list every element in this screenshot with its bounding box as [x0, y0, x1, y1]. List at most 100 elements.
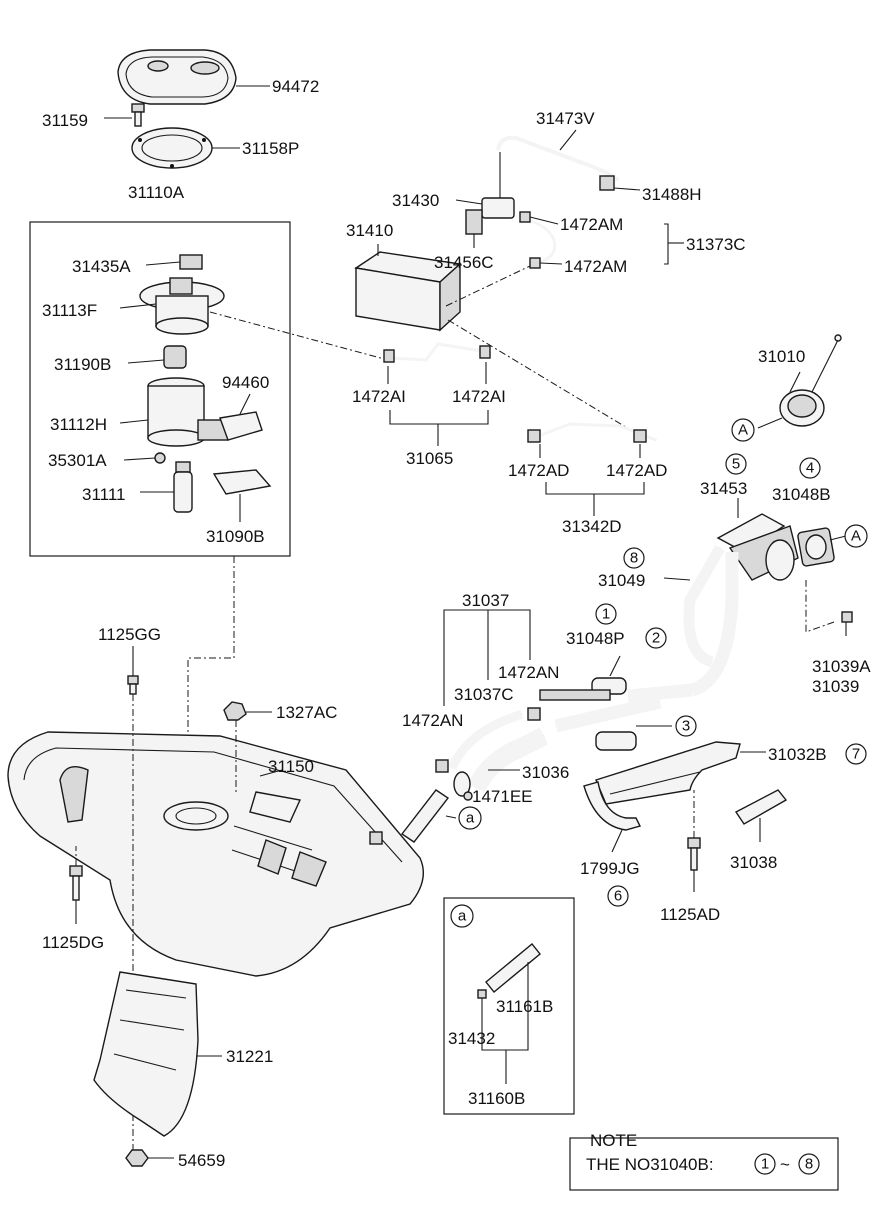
seal-cover-94472 [117, 49, 270, 105]
marker-4: 4 [806, 460, 814, 477]
label-1472AM-upper: 1472AM [560, 215, 623, 234]
vapor-hose-31473V [496, 129, 641, 204]
label-1472AN-upper: 1472AN [498, 663, 559, 682]
nut-54659 [125, 1149, 174, 1167]
label-31048B: 31048B [772, 485, 831, 504]
label-31473V: 31473V [536, 109, 595, 128]
label-31090B: 31090B [206, 527, 265, 546]
sender-94460 [219, 393, 263, 441]
note-range-start: 1 [761, 1156, 769, 1173]
bracket-31037 [443, 609, 531, 624]
gasket-31048B [797, 527, 847, 567]
marker-2: 2 [652, 630, 660, 647]
label-31113F: 31113F [42, 301, 97, 320]
hose-31037C [435, 707, 541, 773]
fuel-cap-31010 [757, 334, 842, 429]
strainer-31090B [212, 469, 272, 522]
label-1472AI-right: 1472AI [452, 387, 506, 406]
label-1799JG: 1799JG [580, 859, 640, 878]
label-31159: 31159 [42, 111, 88, 130]
label-31488H: 31488H [642, 185, 702, 204]
bolt-31039A [805, 580, 853, 636]
label-31456C: 31456C [434, 253, 494, 272]
label-31048P: 31048P [566, 629, 625, 648]
marker-a-pipe: a [466, 810, 475, 827]
valve-31430 [455, 197, 515, 248]
label-1125AD: 1125AD [660, 905, 720, 924]
label-35301A: 35301A [48, 451, 107, 470]
label-31373C: 31373C [686, 235, 746, 254]
marker-A-gasket: A [851, 528, 861, 545]
pad-31038 [734, 789, 788, 842]
nut-1327AC [223, 701, 272, 792]
marker-A-cap: A [738, 422, 748, 439]
canister-31410 [354, 244, 531, 332]
note-title: NOTE [590, 1131, 637, 1150]
label-31150: 31150 [268, 757, 314, 776]
heat-shield-31221 [93, 971, 222, 1137]
label-1472AN-lower: 1472AN [402, 711, 463, 730]
hose-3 [595, 725, 672, 751]
label-31190B: 31190B [54, 355, 111, 374]
hose-31373C [519, 211, 684, 269]
label-31049: 31049 [598, 571, 645, 590]
filler-pipe-31049 [627, 545, 739, 703]
label-1471EE: 1471EE [472, 787, 533, 806]
pump-motor-31111 [140, 461, 193, 513]
label-1327AC: 1327AC [276, 703, 337, 722]
label-31435A: 31435A [72, 257, 131, 276]
label-31221: 31221 [226, 1047, 273, 1066]
label-1125GG: 1125GG [98, 625, 161, 644]
protector-31032B [595, 741, 766, 805]
label-1472AM-lower: 1472AM [564, 257, 627, 276]
label-31112H: 31112H [50, 415, 107, 434]
note-range-sep: ~ [780, 1155, 790, 1174]
label-54659: 54659 [178, 1151, 225, 1170]
pump-assembly-frame [29, 221, 291, 557]
label-31111: 31111 [82, 485, 126, 504]
marker-3: 3 [682, 718, 690, 735]
marker-7: 7 [852, 746, 860, 763]
label-31036: 31036 [522, 763, 569, 782]
marker-6: 6 [614, 888, 622, 905]
label-31430: 31430 [392, 191, 439, 210]
marker-1: 1 [602, 606, 610, 623]
label-31110A: 31110A [128, 183, 185, 202]
label-1472AD-right: 1472AD [606, 461, 667, 480]
filler-neck-31453 [716, 498, 799, 581]
label-31410: 31410 [346, 221, 393, 240]
label-31037C: 31037C [454, 685, 514, 704]
pump-housing-31112H [119, 377, 229, 447]
note-body: THE NO31040B: [586, 1155, 714, 1174]
note-range-end: 8 [805, 1156, 813, 1173]
label-31010: 31010 [758, 347, 805, 366]
detail-a-frame [443, 897, 575, 1115]
pipe-a [400, 789, 457, 843]
marker-5: 5 [732, 456, 740, 473]
filter-31190B [127, 345, 187, 369]
marker-8: 8 [630, 550, 638, 567]
hose-31048P [539, 655, 662, 733]
bolt-31159 [104, 103, 145, 127]
label-31160B: 31160B [468, 1089, 525, 1108]
retainer-ring-31158P [131, 127, 240, 169]
label-94460: 94460 [222, 373, 269, 392]
label-1472AD-left: 1472AD [508, 461, 569, 480]
label-31432: 31432 [448, 1029, 495, 1048]
vapor-tube-31342D [527, 422, 657, 516]
note-frame [569, 1137, 839, 1191]
label-31037: 31037 [462, 591, 509, 610]
label-94472: 94472 [272, 77, 319, 96]
fuel-tank-31150 [7, 731, 424, 977]
label-31161B: 31161B [496, 997, 553, 1016]
bolt-1125DG [69, 846, 83, 924]
label-1125DG: 1125DG [42, 933, 104, 952]
bolt-1125AD [687, 790, 701, 892]
canister-to-filler-line [447, 319, 635, 433]
hose-31036 [467, 727, 549, 793]
clip-35301A [123, 452, 166, 464]
pipe-31161B [477, 943, 541, 1084]
strap-1799JG [583, 781, 642, 853]
pump-to-canister-line [209, 311, 389, 361]
